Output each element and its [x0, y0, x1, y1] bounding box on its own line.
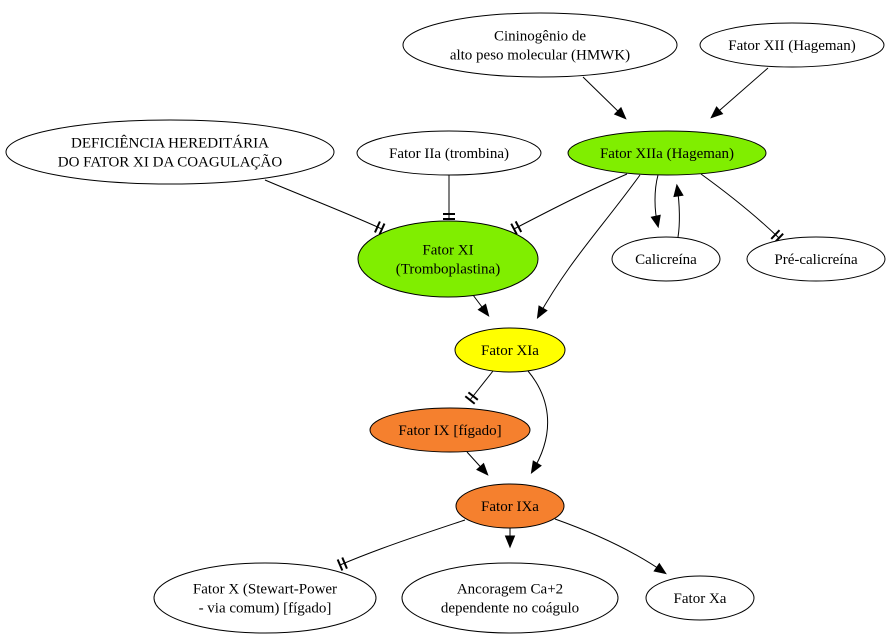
edge-line: [513, 173, 628, 230]
edge-f12a-to-f11a: [536, 174, 641, 320]
node-ellipse: [455, 483, 565, 529]
node-f11a: Fator XIa: [454, 327, 566, 373]
inhibition-tee-icon: [341, 557, 348, 569]
node-ellipse: [369, 407, 531, 453]
inhibition-tee-icon: [374, 221, 381, 233]
arrowhead-icon: [650, 214, 661, 229]
node-f10: Fator X (Stewart-Power - via comum) [fíga…: [153, 562, 377, 634]
node-f10a: Fator Xa: [645, 575, 755, 621]
edge-line: [339, 519, 466, 566]
node-ellipse: [5, 119, 335, 185]
nodes-layer: Cininogênio de alto peso molecular (HMWK)…: [5, 12, 886, 634]
edge-f9a-to-ca: [504, 528, 516, 549]
node-kallikrein: Calicreína: [611, 236, 721, 282]
node-ellipse: [153, 562, 377, 634]
node-label: Fator XI: [422, 243, 473, 259]
edge-f12a-to-prekallikrein: [700, 173, 784, 244]
node-ellipse: [356, 130, 542, 176]
node-label: Cininogênio de: [494, 29, 586, 45]
node-label: Fator IIa (trombina): [389, 146, 509, 162]
arrowhead-icon: [673, 183, 684, 198]
arrowhead-icon: [476, 462, 489, 476]
arrowhead-icon: [710, 106, 724, 119]
node-f12a: Fator XIIa (Hageman): [567, 130, 767, 176]
node-ellipse: [699, 22, 885, 68]
node-label: Fator XIIa (Hageman): [600, 146, 734, 162]
inhibition-tee-icon: [464, 395, 476, 405]
edge-f12a-to-f11: [510, 173, 628, 235]
arrowhead-icon: [536, 305, 548, 320]
node-ellipse: [357, 220, 539, 298]
node-label: Fator Xa: [674, 591, 727, 607]
node-label: DEFICIÊNCIA HEREDITÁRIA: [71, 135, 269, 152]
inhibition-tee-icon: [510, 223, 518, 235]
edge-line: [554, 518, 666, 574]
node-label: Ancoragem Ca+2: [457, 582, 563, 598]
edge-f11a-to-f9: [464, 370, 494, 405]
edge-f2a-to-f11: [443, 175, 455, 220]
edge-f11-to-f11a: [472, 294, 490, 317]
edge-deficiency-to-f11: [264, 179, 386, 235]
inhibition-tee-icon: [514, 220, 523, 233]
node-ellipse: [567, 130, 767, 176]
edge-f9-to-f9a: [466, 451, 489, 476]
node-f9: Fator IX [fígado]: [369, 407, 531, 453]
arrowhead-icon: [530, 460, 542, 474]
node-f9a: Fator IXa: [455, 483, 565, 529]
edge-line: [537, 174, 641, 318]
node-label: Fator IX [fígado]: [398, 423, 501, 439]
node-f11: Fator XI (Tromboplastina): [357, 220, 539, 298]
node-label: alto peso molecular (HMWK): [450, 48, 630, 64]
node-label: Pré-calicreína: [774, 252, 858, 268]
arrowhead-icon: [613, 106, 627, 120]
node-label: Fator XIa: [481, 343, 539, 359]
node-ellipse: [402, 12, 678, 78]
edge-line: [264, 179, 383, 230]
inhibition-tee-icon: [378, 223, 386, 235]
node-ellipse: [645, 575, 755, 621]
node-ellipse: [454, 327, 566, 373]
node-prekallikrein: Pré-calicreína: [746, 236, 886, 282]
node-label: Fator IXa: [481, 499, 539, 515]
edge-f9a-to-f10a: [554, 518, 667, 575]
node-label: DO FATOR XI DA COAGULAÇÃO: [58, 155, 283, 171]
edge-kallikrein-to-f12a: [673, 183, 684, 238]
node-ca: Ancoragem Ca+2 dependente no coágulo: [401, 562, 619, 634]
arrowhead-icon: [477, 303, 490, 317]
node-ellipse: [746, 236, 886, 282]
node-label: - via comum) [fígado]: [199, 601, 332, 617]
edge-f9a-to-f10: [336, 519, 466, 571]
node-label: dependente no coágulo: [441, 601, 579, 617]
node-label: (Tromboplastina): [396, 262, 500, 278]
edge-line: [700, 173, 780, 239]
node-label: Fator XII (Hageman): [728, 38, 855, 54]
edge-f11a-to-f9a: [527, 370, 549, 474]
edge-line: [711, 67, 769, 118]
node-deficiency: DEFICIÊNCIA HEREDITÁRIA DO FATOR XI DA CO…: [5, 119, 335, 185]
edges-layer: [264, 67, 784, 575]
arrowhead-icon: [504, 535, 516, 549]
edge-f12a-to-kallikrein: [650, 174, 661, 229]
node-f2a: Fator IIa (trombina): [356, 130, 542, 176]
edge-hmwk-to-f12a: [582, 76, 627, 120]
edge-line: [469, 370, 494, 401]
edge-line: [527, 370, 549, 473]
inhibition-tee-icon: [336, 559, 344, 571]
node-hmwk: Cininogênio de alto peso molecular (HMWK): [402, 12, 678, 78]
node-ellipse: [611, 236, 721, 282]
arrowhead-icon: [653, 562, 667, 575]
inhibition-tee-icon: [467, 391, 479, 401]
node-label: Fator X (Stewart-Power: [193, 582, 337, 598]
edge-fxii-to-f12a: [710, 67, 769, 119]
node-fxii: Fator XII (Hageman): [699, 22, 885, 68]
inhibition-tee-icon: [770, 229, 781, 240]
node-ellipse: [401, 562, 619, 634]
node-label: Calicreína: [635, 252, 697, 268]
